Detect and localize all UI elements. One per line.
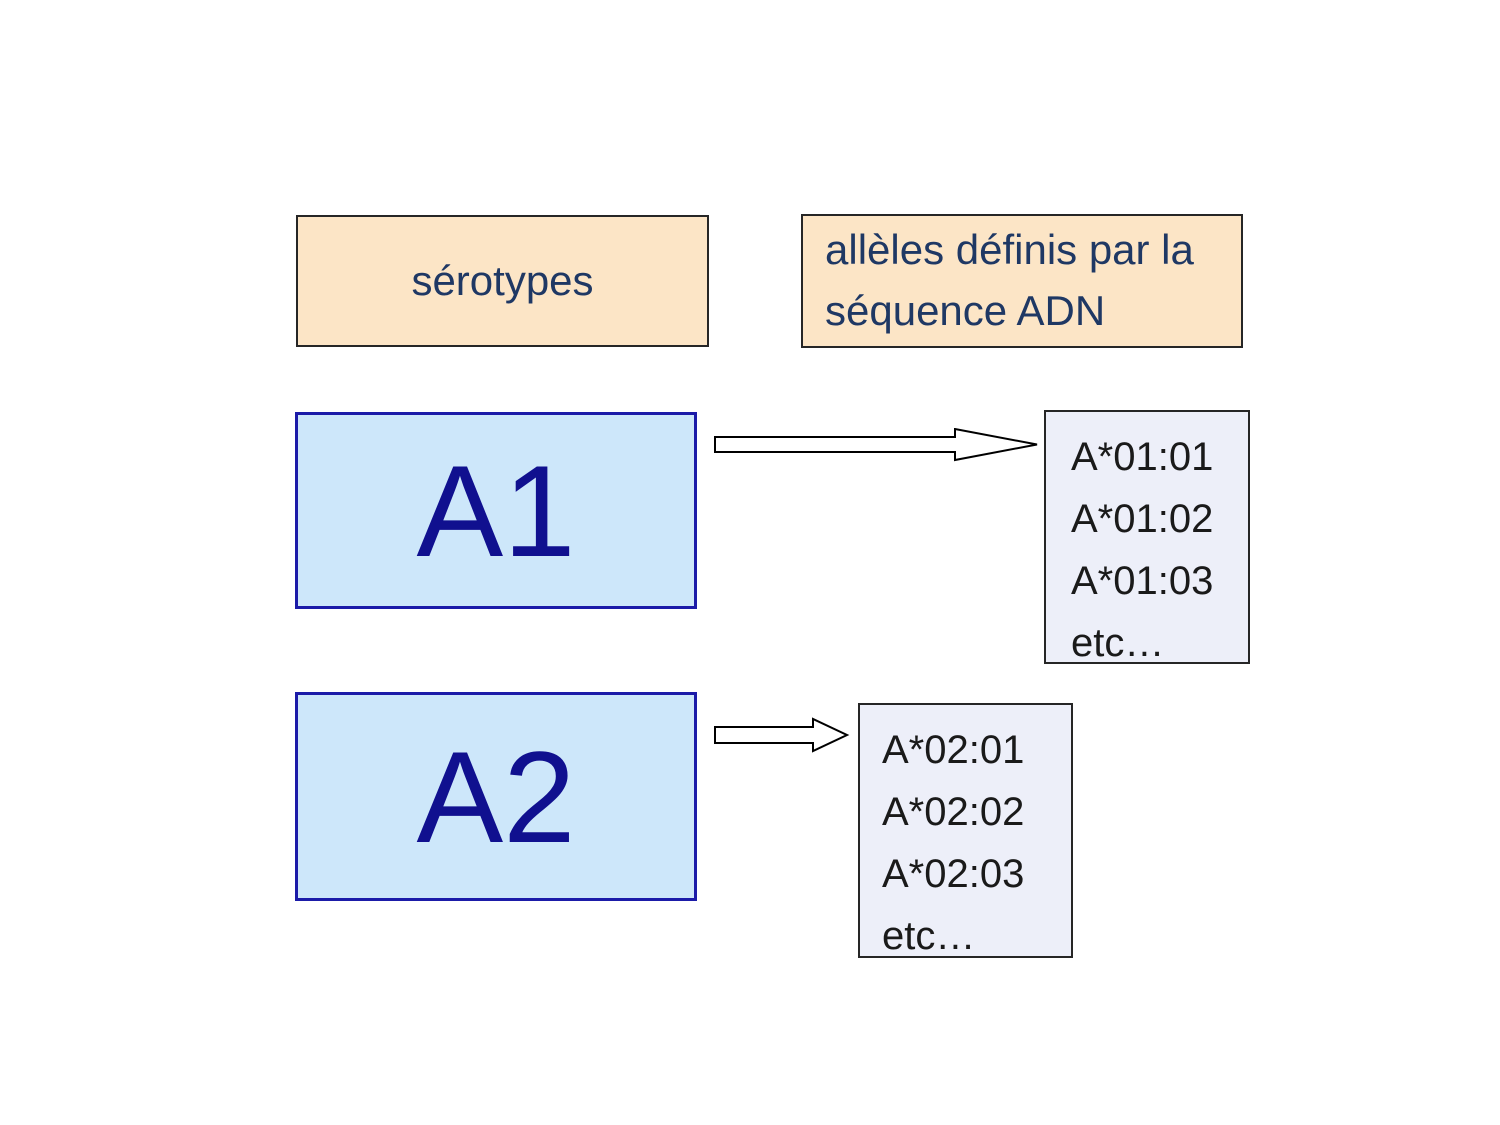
allele-item: A*01:02	[1071, 497, 1214, 541]
allele-item: etc…	[1071, 621, 1165, 665]
allele-list-a1: A*01:01 A*01:02 A*01:03 etc…	[1044, 410, 1250, 665]
serotype-a2-label: A2	[416, 723, 576, 870]
allele-item: A*02:03	[882, 852, 1025, 896]
serotype-box-a2: A2	[295, 692, 697, 901]
allele-item: A*01:03	[1071, 559, 1214, 603]
alleles-header-label: allèles définis par la séquence ADN	[825, 220, 1194, 342]
arrow-right-icon	[714, 428, 1038, 462]
serotype-a1-label: A1	[416, 437, 576, 584]
alleles-header-line2: séquence ADN	[825, 287, 1106, 334]
allele-list-a2: A*02:01 A*02:02 A*02:03 etc…	[858, 703, 1073, 958]
allele-item: etc…	[882, 914, 976, 958]
serotype-box-a1: A1	[295, 412, 697, 609]
allele-item: A*01:01	[1071, 435, 1214, 479]
serotypes-header-label: sérotypes	[411, 257, 594, 304]
arrow-right-icon	[714, 717, 850, 753]
allele-item: A*02:02	[882, 790, 1025, 834]
alleles-header-box: allèles définis par la séquence ADN	[801, 214, 1243, 348]
allele-item: A*02:01	[882, 728, 1025, 772]
serotypes-header-box: sérotypes	[296, 215, 709, 347]
alleles-header-line1: allèles définis par la	[825, 226, 1194, 274]
